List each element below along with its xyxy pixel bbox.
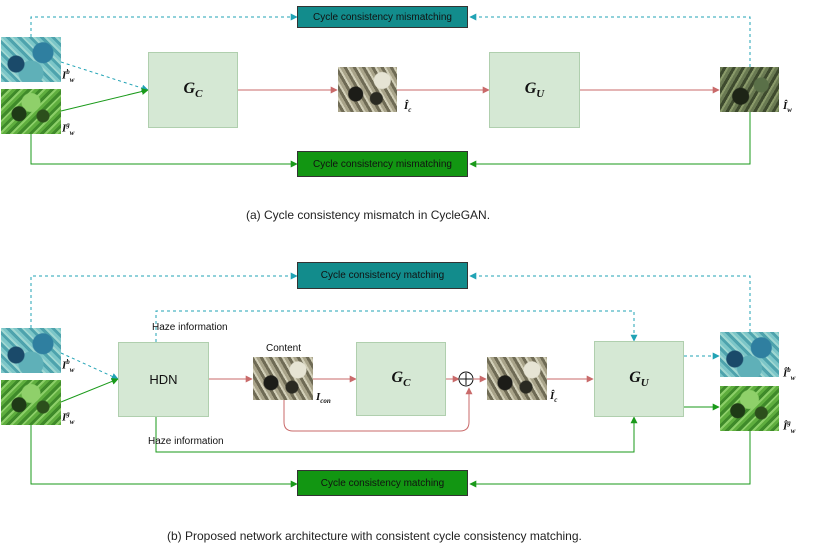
bot-output-g-image	[720, 386, 779, 431]
top-ic-image	[338, 67, 397, 112]
bot-label-iwb: Ibw	[62, 358, 75, 374]
bot-label-ic: Îc	[550, 390, 558, 405]
bot-green-cycle-left	[30, 425, 298, 488]
caption-b: (b) Proposed network architecture with c…	[167, 529, 582, 543]
bot-teal-cycle-right	[469, 272, 751, 332]
top-teal-cycle-right	[469, 13, 751, 67]
bot-input-g-image	[1, 380, 61, 425]
top-iw-image	[720, 67, 779, 112]
top-label-iwg: Igw	[62, 121, 75, 137]
bot-output-b-image	[720, 332, 779, 377]
content-label: Content	[266, 343, 302, 354]
top-label-iwb: Ibw	[62, 68, 75, 84]
bot-label-out-b: Îbw	[783, 366, 796, 382]
bot-skip-link	[283, 387, 473, 432]
bot-gu-box: GU	[594, 341, 684, 417]
top-mismatch-bar-green: Cycle consistency mismatching	[297, 151, 468, 177]
top-label-iw: Îw	[783, 100, 792, 115]
top-label-ic: Îc	[404, 100, 412, 115]
bot-green-cycle-right	[469, 431, 751, 488]
top-g-to-gc	[60, 88, 149, 112]
top-input-b-image	[1, 37, 61, 82]
top-gc-box: GC	[148, 52, 238, 128]
bot-match-bar-teal: Cycle consistency matching	[297, 262, 468, 289]
bot-ic-image	[487, 357, 547, 400]
bot-label-out-g: Îgw	[783, 419, 796, 435]
top-input-g-image	[1, 89, 61, 134]
label-icon: Icon	[316, 391, 331, 406]
caption-a: (a) Cycle consistency mismatch in CycleG…	[246, 208, 491, 222]
bot-g-to-hdn	[60, 378, 119, 403]
bot-haze-bottom-link	[155, 416, 638, 453]
haze-info-bottom: Haze information	[148, 436, 224, 447]
content-image	[253, 357, 313, 400]
top-green-cycle-left	[30, 133, 298, 168]
bot-gc-box: GC	[356, 342, 446, 416]
haze-info-top: Haze information	[152, 322, 228, 333]
bot-b-to-hdn	[60, 352, 119, 380]
bot-match-bar-green: Cycle consistency matching	[297, 470, 468, 496]
top-gu-box: GU	[489, 52, 580, 128]
bot-haze-top-link	[155, 310, 638, 342]
hdn-box: HDN	[118, 342, 209, 417]
top-teal-cycle-left	[30, 13, 298, 37]
bot-label-iwg: Igw	[62, 410, 75, 426]
top-green-cycle-right	[469, 112, 751, 168]
bot-input-b-image	[1, 328, 61, 373]
bot-teal-cycle-left	[30, 272, 298, 328]
top-mismatch-bar-teal: Cycle consistency mismatching	[297, 6, 468, 28]
